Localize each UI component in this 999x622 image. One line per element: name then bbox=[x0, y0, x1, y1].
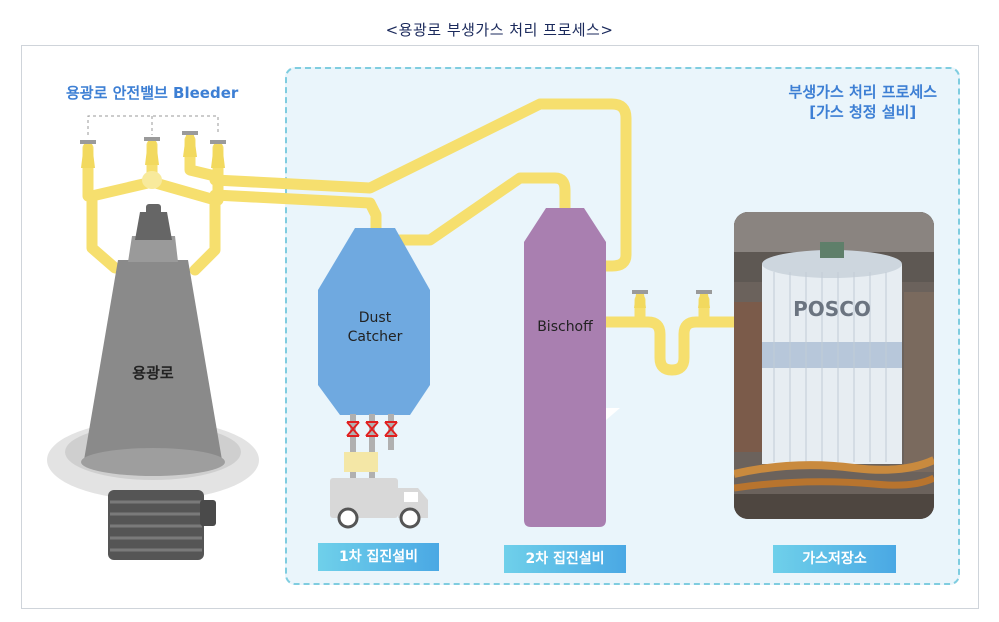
bleeder-label: 용광로 안전밸브 Bleeder bbox=[66, 84, 239, 102]
pipe-left-arm bbox=[86, 176, 158, 274]
bleeder-valve-1 bbox=[80, 140, 96, 168]
pipe-dc-to-bischoff bbox=[394, 172, 571, 246]
blast-furnace: 용광로 bbox=[47, 204, 259, 560]
dust-catcher: Dust Catcher bbox=[318, 228, 430, 478]
gas-pipes bbox=[82, 98, 746, 376]
bischoff-scrubber: Bischoff bbox=[524, 208, 620, 527]
process-label: 부생가스 처리 프로세스 [가스 청정 설비] bbox=[789, 82, 937, 122]
bleeder-valve-4 bbox=[210, 140, 226, 168]
page-title: <용광로 부생가스 처리 프로세스> bbox=[385, 21, 614, 39]
bleeder-bracket bbox=[87, 115, 219, 135]
pipe-bischoff-out bbox=[600, 316, 746, 376]
dust-valves bbox=[346, 421, 398, 437]
process-label-line2: [가스 청정 설비] bbox=[809, 103, 917, 121]
tag-stage1-dust-collection: 1차 집진설비 bbox=[318, 543, 439, 571]
furnace-label: 용광로 bbox=[132, 364, 174, 382]
bleeder-valve-3 bbox=[182, 131, 198, 157]
dust-catcher-label-2: Catcher bbox=[348, 329, 403, 345]
photo-sign: POSCO bbox=[793, 297, 871, 321]
pipe-right-arm bbox=[146, 176, 221, 276]
bleeder-valve-2 bbox=[144, 137, 160, 165]
pipe-to-dust-catcher bbox=[209, 189, 382, 238]
outlet-valves bbox=[632, 290, 712, 308]
pipe-upper-long bbox=[209, 98, 632, 272]
diagram-frame bbox=[21, 45, 979, 609]
tag-gas-storage: 가스저장소 bbox=[773, 545, 896, 573]
bischoff-label: Bischoff bbox=[537, 319, 593, 335]
dust-catcher-label-1: Dust bbox=[359, 310, 392, 326]
gas-holder-photo: POSCO bbox=[734, 212, 934, 519]
dust-truck bbox=[330, 452, 428, 529]
bleeder-valves bbox=[80, 131, 226, 189]
process-label-line1: 부생가스 처리 프로세스 bbox=[788, 83, 937, 101]
bleeder-junction bbox=[142, 171, 162, 189]
tag-stage2-dust-collection: 2차 집진설비 bbox=[504, 545, 626, 573]
